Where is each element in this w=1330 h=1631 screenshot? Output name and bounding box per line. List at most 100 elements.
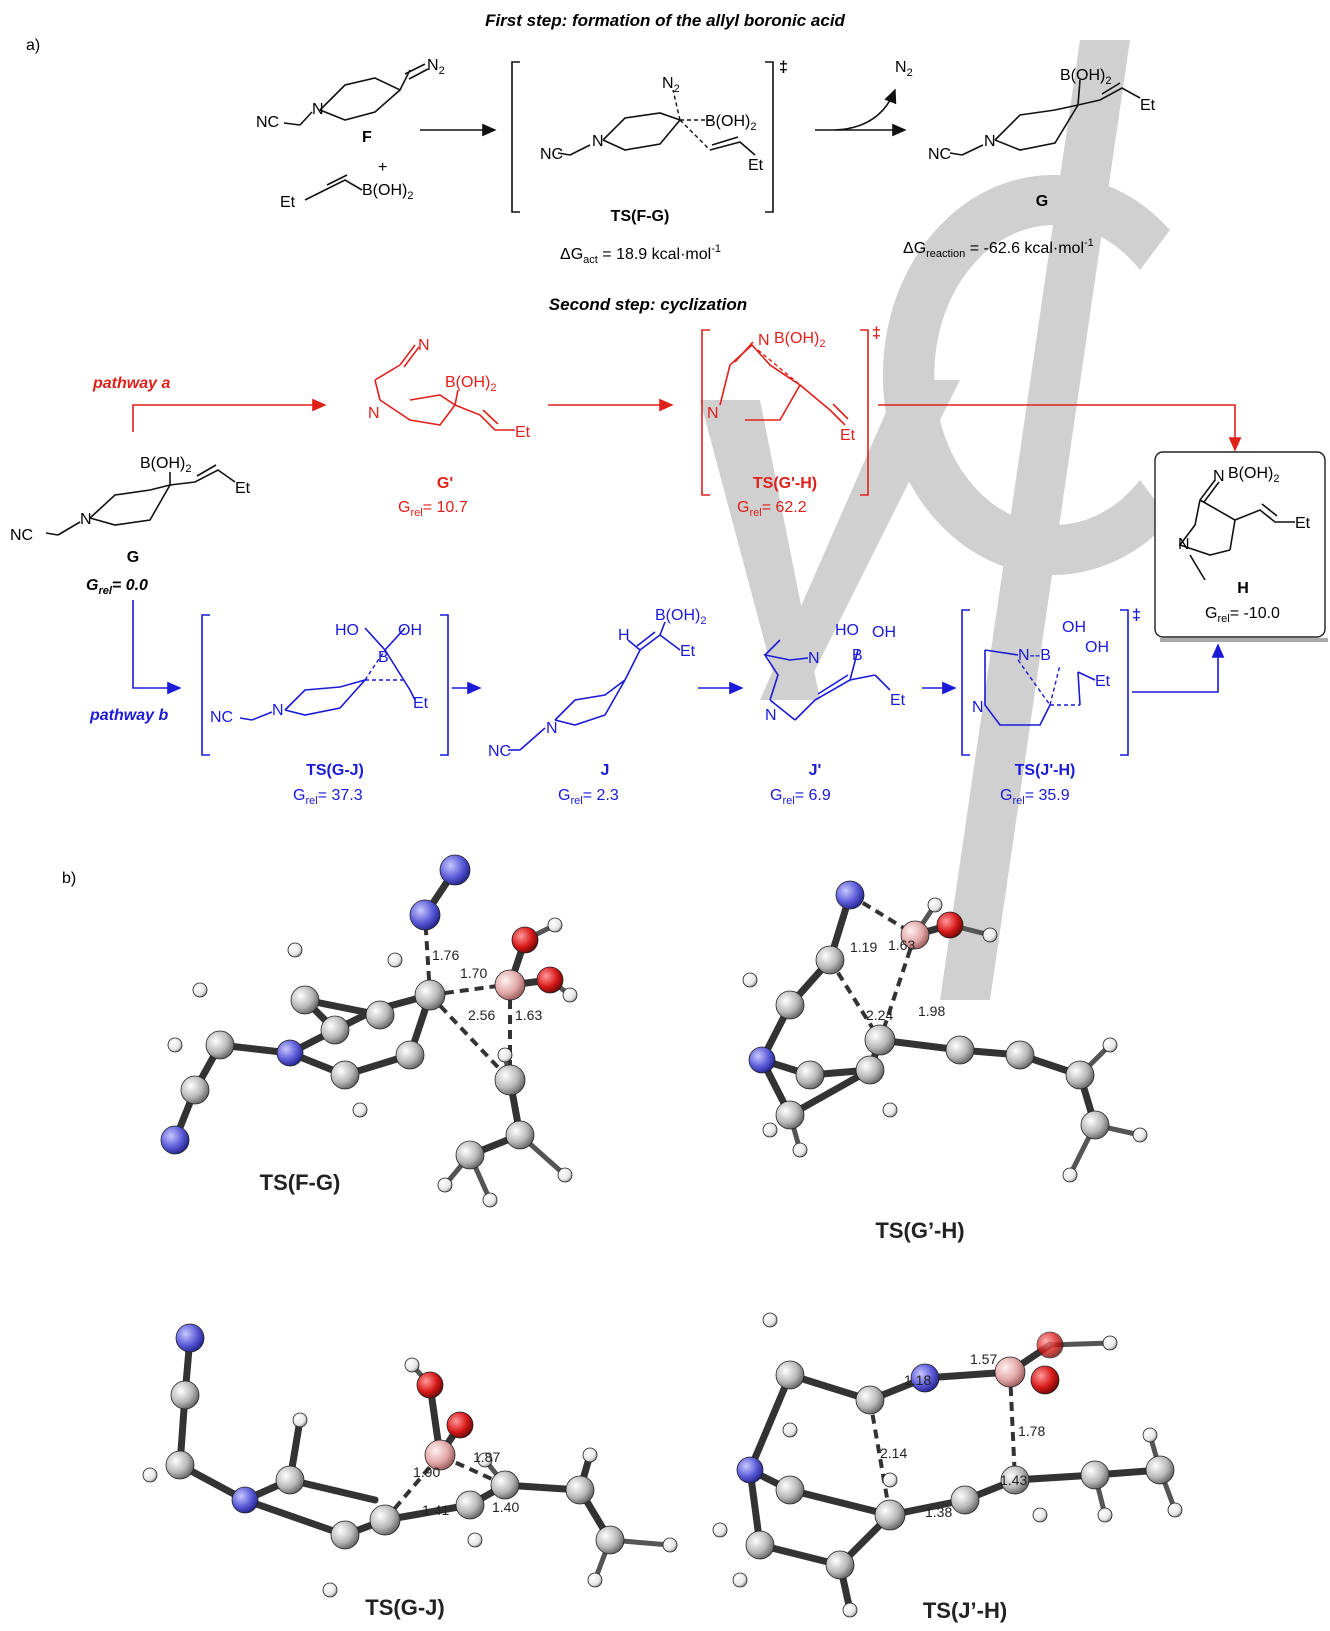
F-N: N: [312, 101, 324, 118]
TS-GJ-scheme: HO OH B Et N NC TS(G-J) Grel= 37.3: [201, 614, 449, 807]
svg-text:B(OH)2: B(OH)2: [1060, 67, 1111, 87]
arrow-TSJpH-to-H: [1132, 643, 1225, 693]
ts1-dist-2: 1.70: [460, 965, 487, 981]
ts1-3d-model: 1.76 1.70 2.56 1.63 TS(F-G): [160, 854, 578, 1208]
svg-text:N: N: [765, 707, 777, 724]
svg-text:Grel= -10.0: Grel= -10.0: [1205, 605, 1280, 625]
panel-b-label: b): [62, 870, 76, 887]
TS-FG-label: TS(F-G): [611, 208, 670, 225]
ts1-dist-1: 1.76: [432, 947, 459, 963]
svg-text:NC: NC: [210, 709, 233, 726]
svg-text:G: G: [1036, 193, 1048, 210]
plus-sign: +: [378, 159, 387, 176]
ts4-label: TS(J’-H): [923, 1598, 1007, 1623]
ts3-dist-2: 1.87: [473, 1449, 500, 1465]
svg-text:Et: Et: [515, 424, 531, 441]
svg-text:B(OH)2: B(OH)2: [774, 330, 825, 350]
molecule-Jp: N HO OH B Et N J' Grel= 6.9: [763, 622, 906, 807]
svg-text:N: N: [1178, 536, 1190, 553]
svg-text:N: N: [546, 720, 558, 737]
svg-text:Et: Et: [1140, 97, 1156, 114]
ts2-dist-3: 2.24: [866, 1007, 893, 1023]
pathway-a-label: pathway a: [92, 375, 170, 392]
svg-text:Et: Et: [748, 157, 764, 174]
svg-text:‡: ‡: [1132, 607, 1141, 624]
svg-text:NC: NC: [10, 527, 33, 544]
svg-text:N: N: [272, 702, 284, 719]
svg-text:N: N: [808, 650, 820, 667]
svg-text:B(OH)2: B(OH)2: [705, 113, 756, 133]
arrow-G-to-Gp: [132, 398, 327, 432]
TS-GpH-scheme: ‡ N B(OH)2 N Et TS(G'-H) Grel= 62.2: [701, 325, 881, 519]
svg-text:Grel= 6.9: Grel= 6.9: [770, 787, 831, 807]
F-N2: N2: [427, 57, 445, 77]
ts3-3d-model: 1.90 1.87 1.41 1.40 TS(G-J): [142, 1323, 678, 1620]
svg-text:‡: ‡: [779, 59, 788, 76]
ts2-3d-model: 1.19 1.63 2.24 1.98 TS(G’-H): [742, 880, 1148, 1243]
molecule-H: N B(OH)2 N Et H Grel= -10.0: [1154, 451, 1328, 642]
svg-text:HO: HO: [835, 622, 859, 639]
vinylboronic-BOH2: B(OH)2: [362, 182, 413, 202]
ts2-dist-4: 1.98: [918, 1003, 945, 1019]
svg-text:NC: NC: [540, 146, 563, 163]
svg-text:N: N: [1213, 468, 1225, 485]
ts4-dist-6: 1.43: [1000, 1472, 1027, 1488]
svg-text:Grel= 10.7: Grel= 10.7: [398, 499, 468, 519]
arrow-G-to-TSGJ: [132, 600, 182, 695]
ts2-dist-2: 1.63: [888, 937, 915, 953]
TS-JpH-scheme: ‡ N--B OH OH Et N TS(J'-H) Grel= 35.9: [961, 607, 1141, 807]
pathway-b-label: pathway b: [89, 707, 168, 724]
svg-text:B: B: [378, 649, 389, 666]
svg-text:N: N: [758, 332, 770, 349]
step2-heading: Second step: cyclization: [549, 295, 747, 314]
molecule-G-left: B(OH)2 Et N NC G Grel= 0.0: [10, 455, 251, 597]
svg-text:NC: NC: [928, 146, 951, 163]
svg-text:Et: Et: [1095, 673, 1111, 690]
molecule-J: H B(OH)2 Et N NC J Grel= 2.3: [488, 607, 706, 807]
released-N2: N2: [895, 59, 913, 79]
svg-text:TS(G'-H): TS(G'-H): [753, 475, 817, 492]
svg-text:N2: N2: [662, 75, 680, 95]
svg-text:OH: OH: [872, 624, 896, 641]
svg-text:B(OH)2: B(OH)2: [655, 607, 706, 627]
svg-text:N: N: [592, 133, 604, 150]
svg-text:NC: NC: [488, 743, 511, 760]
molecule-G-top: B(OH)2 Et N NC G ΔGreaction = -62.6 kcal…: [903, 67, 1156, 260]
vinylboronic-Et: Et: [280, 194, 296, 211]
ts4-dist-4: 2.14: [880, 1445, 907, 1461]
panel-a-label: a): [26, 37, 40, 54]
svg-text:N: N: [707, 405, 719, 422]
F-NC: NC: [256, 114, 279, 131]
svg-text:N: N: [80, 511, 92, 528]
svg-text:Et: Et: [235, 480, 251, 497]
svg-text:Et: Et: [680, 643, 696, 660]
svg-text:Grel= 35.9: Grel= 35.9: [1000, 787, 1070, 807]
svg-text:OH: OH: [1062, 619, 1086, 636]
dG-reaction: ΔGreaction = -62.6 kcal·mol-1: [903, 237, 1094, 260]
molecule-F: N2 N NC F + Et B(OH)2: [256, 57, 445, 211]
ts4-dist-3: 1.78: [1018, 1423, 1045, 1439]
svg-text:OH: OH: [1085, 639, 1109, 656]
ts3-label: TS(G-J): [365, 1595, 444, 1620]
svg-text:B(OH)2: B(OH)2: [140, 455, 191, 475]
arrow-TS-to-H: [878, 404, 1242, 452]
svg-text:N: N: [368, 405, 380, 422]
ts3-dist-3: 1.41: [422, 1502, 449, 1518]
svg-text:OH: OH: [398, 622, 422, 639]
watermark: [700, 40, 1170, 1000]
svg-text:Grel= 62.2: Grel= 62.2: [737, 499, 807, 519]
svg-text:Grel= 37.3: Grel= 37.3: [293, 787, 363, 807]
ts4-dist-2: 1.57: [970, 1351, 997, 1367]
ts1-dist-4: 1.63: [515, 1007, 542, 1023]
ts4-3d-model: 1.18 1.57 1.78 2.14 1.38 1.43 TS(J’-H): [712, 1312, 1183, 1623]
dG-act: ΔGact = 18.9 kcal·mol-1: [560, 243, 721, 266]
ts4-dist-5: 1.38: [925, 1504, 952, 1520]
svg-text:Grel= 0.0: Grel= 0.0: [86, 577, 148, 597]
F-label: F: [362, 129, 372, 146]
svg-text:G': G': [437, 475, 453, 492]
svg-text:‡: ‡: [872, 325, 881, 342]
arrow-N2-release: [834, 88, 897, 131]
svg-text:B(OH)2: B(OH)2: [445, 374, 496, 394]
svg-text:N: N: [972, 699, 984, 716]
